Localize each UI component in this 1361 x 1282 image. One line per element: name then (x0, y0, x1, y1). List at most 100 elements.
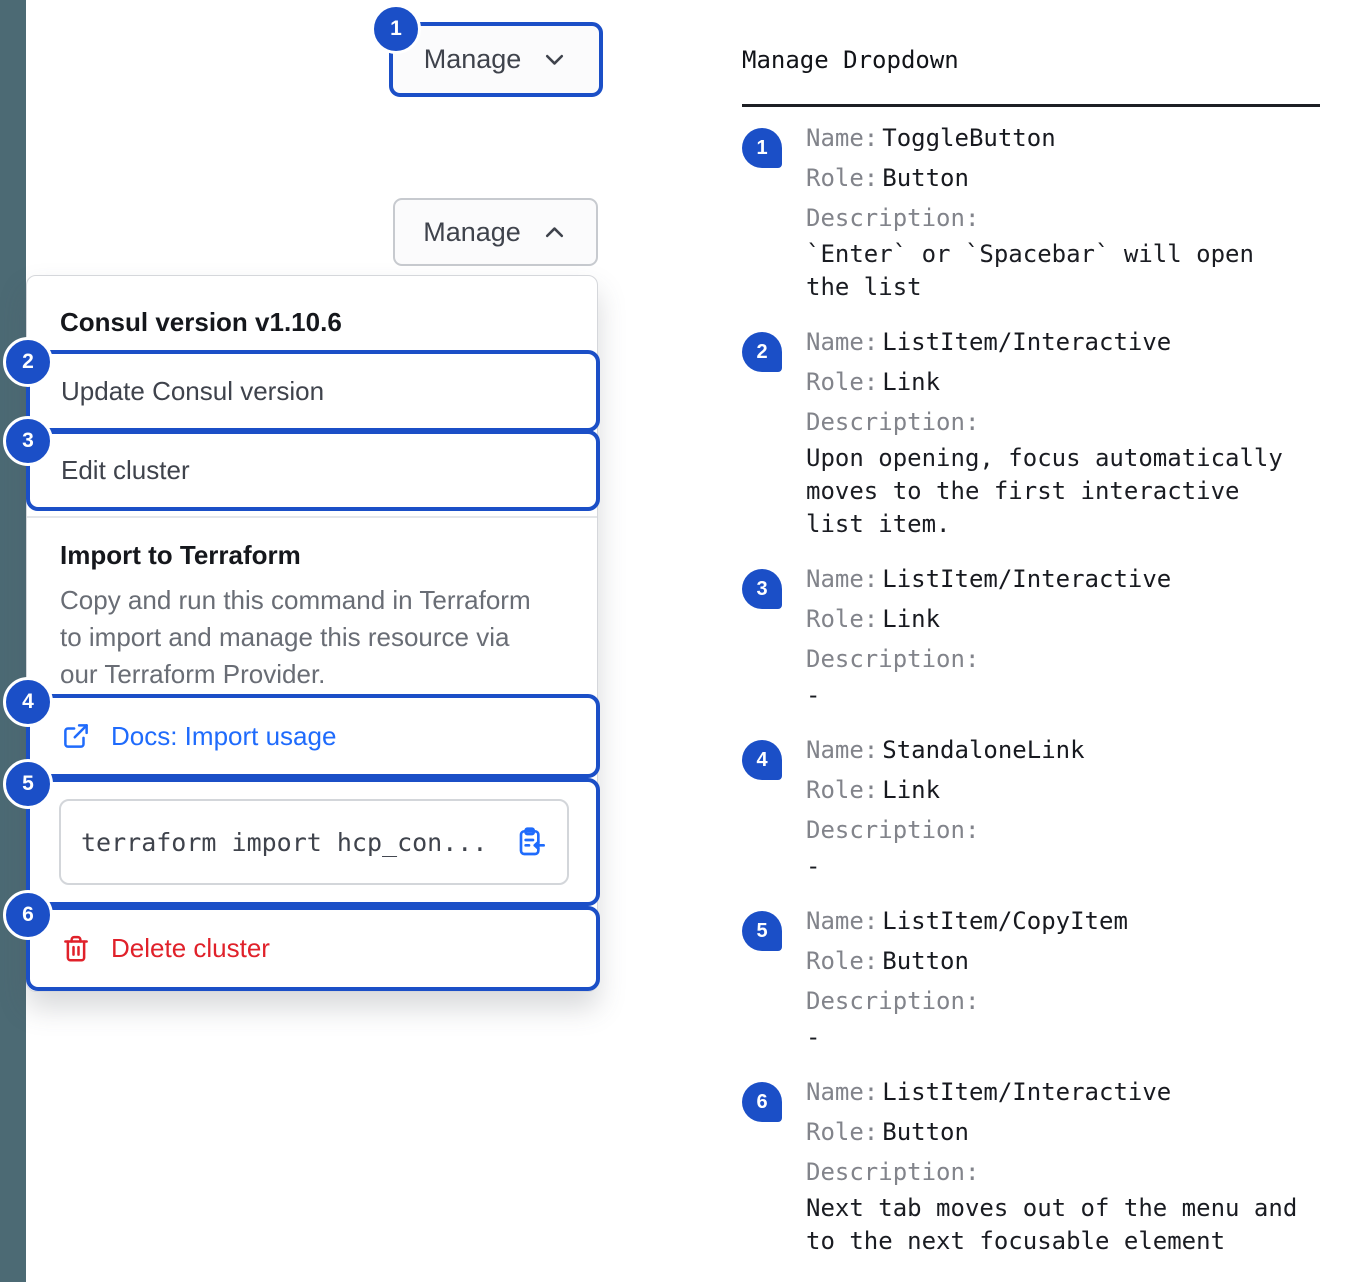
menu-item-update-consul-version[interactable]: Update Consul version (30, 354, 596, 428)
name-label: Name: (806, 124, 879, 152)
edit-cluster-label: Edit cluster (61, 455, 190, 485)
annotation-tag-3: 3 (742, 569, 782, 609)
role-label: Role: (806, 776, 879, 804)
terraform-import-snippet: terraform import hcp_con... (81, 827, 488, 857)
description-label: Description: (806, 1158, 980, 1186)
annotation-badge-1-number: 1 (390, 17, 402, 40)
annotation-badge-5: 5 (3, 759, 53, 809)
role-value: Button (882, 164, 969, 192)
name-label: Name: (806, 565, 879, 593)
annotation-badge-3: 3 (3, 416, 53, 466)
description-value: `Enter` or `Spacebar` will open the list (806, 240, 1254, 301)
role-label: Role: (806, 1118, 879, 1146)
annotation-tag-4-number: 4 (756, 748, 768, 771)
menu-item-edit-cluster[interactable]: Edit cluster (30, 434, 596, 507)
chevron-down-icon (546, 54, 564, 65)
name-label: Name: (806, 1078, 879, 1106)
annotation-tag-1: 1 (742, 128, 782, 168)
annotation-item-2: 2 Name:ListItem/Interactive Role:Link De… (742, 322, 1320, 541)
role-value: Link (882, 368, 941, 396)
annotation-tag-2: 2 (742, 332, 782, 372)
menu-item-delete-cluster[interactable]: Delete cluster (30, 910, 596, 987)
annotation-text-2: Name:ListItem/Interactive Role:Link Desc… (806, 322, 1303, 541)
name-value: ListItem/CopyItem (882, 907, 1128, 935)
annotation-text-4: Name:StandaloneLink Role:Link Descriptio… (806, 730, 1303, 883)
import-terraform-description: Copy and run this command in Terraform t… (60, 585, 531, 689)
role-label: Role: (806, 947, 879, 975)
description-label: Description: (806, 816, 980, 844)
description-value: - (806, 681, 821, 709)
annotation-tag-4: 4 (742, 740, 782, 780)
terraform-import-code-field[interactable]: terraform import hcp_con... (59, 799, 569, 885)
name-label: Name: (806, 328, 879, 356)
role-label: Role: (806, 164, 879, 192)
update-consul-version-label: Update Consul version (61, 375, 325, 406)
annotation-box-5: terraform import hcp_con... (26, 778, 600, 906)
annotation-badge-2-number: 2 (22, 350, 34, 373)
description-label: Description: (806, 987, 980, 1015)
panel-title-divider (742, 104, 1320, 107)
annotation-badge-2: 2 (3, 337, 53, 387)
description-value: Upon opening, focus automatically moves … (806, 444, 1283, 538)
description-label: Description: (806, 645, 980, 673)
annotation-tag-1-number: 1 (756, 136, 768, 159)
annotation-badge-1: 1 (371, 4, 421, 54)
copy-snippet-button[interactable] (515, 826, 547, 858)
annotation-item-3: 3 Name:ListItem/Interactive Role:Link De… (742, 559, 1320, 712)
trash-icon (64, 935, 88, 961)
annotation-box-4: Docs: Import usage (26, 694, 600, 778)
annotation-badge-6: 6 (3, 890, 53, 940)
annotation-text-3: Name:ListItem/Interactive Role:Link Desc… (806, 559, 1303, 712)
role-label: Role: (806, 605, 879, 633)
annotation-tag-6-number: 6 (756, 1090, 768, 1113)
annotations-panel: Manage Dropdown 1 Name:ToggleButton Role… (742, 46, 1320, 1258)
name-label: Name: (806, 736, 879, 764)
name-value: ListItem/Interactive (882, 328, 1172, 356)
annotation-tag-5-number: 5 (756, 919, 768, 942)
manage-toggle-button[interactable]: Manage (389, 22, 603, 97)
clipboard-copy-icon (519, 827, 545, 856)
annotation-tag-2-number: 2 (756, 340, 768, 363)
annotation-tag-5: 5 (742, 911, 782, 951)
description-label: Description: (806, 204, 980, 232)
name-value: ListItem/Interactive (882, 565, 1172, 593)
annotation-box-2: Update Consul version (26, 350, 600, 432)
name-label: Name: (806, 907, 879, 935)
annotation-tag-3-number: 3 (756, 577, 768, 600)
description-value: - (806, 852, 821, 880)
manage-button-label: Manage (423, 44, 522, 74)
description-value: Next tab moves out of the menu and to th… (806, 1194, 1298, 1255)
role-value: Link (882, 605, 941, 633)
role-value: Button (882, 947, 969, 975)
annotation-badge-4-number: 4 (22, 690, 34, 713)
annotation-badge-6-number: 6 (22, 903, 34, 926)
annotation-box-3: Edit cluster (26, 430, 600, 511)
annotation-tag-6: 6 (742, 1082, 782, 1122)
annotation-text-5: Name:ListItem/CopyItem Role:Button Descr… (806, 901, 1303, 1054)
manage-toggle-button-expanded[interactable]: Manage (393, 198, 598, 266)
name-value: StandaloneLink (882, 736, 1085, 764)
left-rail (0, 0, 26, 1282)
delete-cluster-label: Delete cluster (111, 933, 270, 963)
annotation-item-4: 4 Name:StandaloneLink Role:Link Descript… (742, 730, 1320, 883)
annotation-list: 1 Name:ToggleButton Role:Button Descript… (742, 118, 1320, 1258)
name-value: ToggleButton (882, 124, 1056, 152)
annotation-box-6: Delete cluster (26, 906, 600, 991)
annotation-item-1: 1 Name:ToggleButton Role:Button Descript… (742, 118, 1320, 304)
annotation-badge-5-number: 5 (22, 772, 34, 795)
manage-button-expanded-label: Manage (423, 216, 521, 247)
role-value: Button (882, 1118, 969, 1146)
role-value: Link (882, 776, 941, 804)
description-value: - (806, 1023, 821, 1051)
annotation-badge-4: 4 (3, 677, 53, 727)
description-label: Description: (806, 408, 980, 436)
annotation-item-6: 6 Name:ListItem/Interactive Role:Button … (742, 1072, 1320, 1258)
menu-item-docs-import-usage[interactable]: Docs: Import usage (30, 698, 596, 774)
docs-import-usage-label: Docs: Import usage (111, 720, 337, 751)
role-label: Role: (806, 368, 879, 396)
external-link-icon (64, 724, 88, 748)
annotation-text-1: Name:ToggleButton Role:Button Descriptio… (806, 118, 1303, 304)
consul-version-header: Consul version v1.10.6 (60, 307, 342, 337)
annotation-badge-3-number: 3 (22, 429, 34, 452)
